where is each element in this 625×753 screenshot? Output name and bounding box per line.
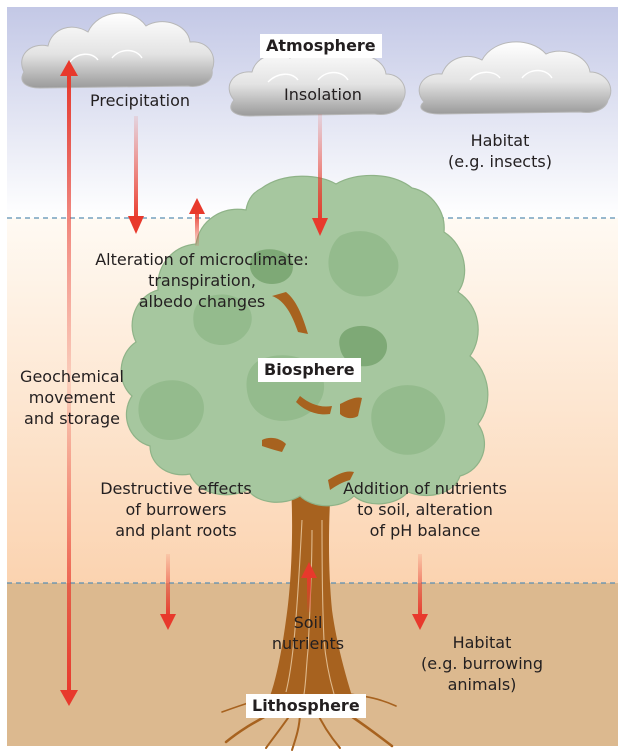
destructive-label: Destructive effects of burrowers and pla… xyxy=(74,478,278,541)
habitat-air-line-1: Habitat xyxy=(430,130,570,151)
habitat-soil-label: Habitat (e.g. burrowing animals) xyxy=(402,632,562,695)
habitat-air-label: Habitat (e.g. insects) xyxy=(430,130,570,172)
soil-nutrients-line-1: Soil xyxy=(258,612,358,633)
microclimate-line-1: Alteration of microclimate: xyxy=(64,249,340,270)
habitat-soil-line-3: animals) xyxy=(402,674,562,695)
destructive-line-3: and plant roots xyxy=(74,520,278,541)
microclimate-line-3: albedo changes xyxy=(64,291,340,312)
habitat-soil-line-1: Habitat xyxy=(402,632,562,653)
microclimate-label: Alteration of microclimate: transpiratio… xyxy=(64,249,340,312)
nutrients-added-label: Addition of nutrients to soil, alteratio… xyxy=(318,478,532,541)
nutrients-added-line-1: Addition of nutrients xyxy=(318,478,532,499)
geochemical-line-1: Geochemical xyxy=(4,366,140,387)
geochemical-line-2: movement xyxy=(4,387,140,408)
atmosphere-label: Atmosphere xyxy=(260,34,382,58)
destructive-line-2: of burrowers xyxy=(74,499,278,520)
nutrients-added-line-3: of pH balance xyxy=(318,520,532,541)
precipitation-label: Precipitation xyxy=(60,90,220,111)
microclimate-line-2: transpiration, xyxy=(64,270,340,291)
destructive-line-1: Destructive effects xyxy=(74,478,278,499)
insolation-label: Insolation xyxy=(248,84,398,105)
habitat-soil-line-2: (e.g. burrowing xyxy=(402,653,562,674)
biosphere-label: Biosphere xyxy=(258,358,361,382)
habitat-air-line-2: (e.g. insects) xyxy=(430,151,570,172)
geochemical-line-3: and storage xyxy=(4,408,140,429)
geochemical-label: Geochemical movement and storage xyxy=(4,366,140,429)
nutrients-added-line-2: to soil, alteration xyxy=(318,499,532,520)
soil-nutrients-line-2: nutrients xyxy=(258,633,358,654)
soil-nutrients-label: Soil nutrients xyxy=(258,612,358,654)
lithosphere-label: Lithosphere xyxy=(246,694,366,718)
